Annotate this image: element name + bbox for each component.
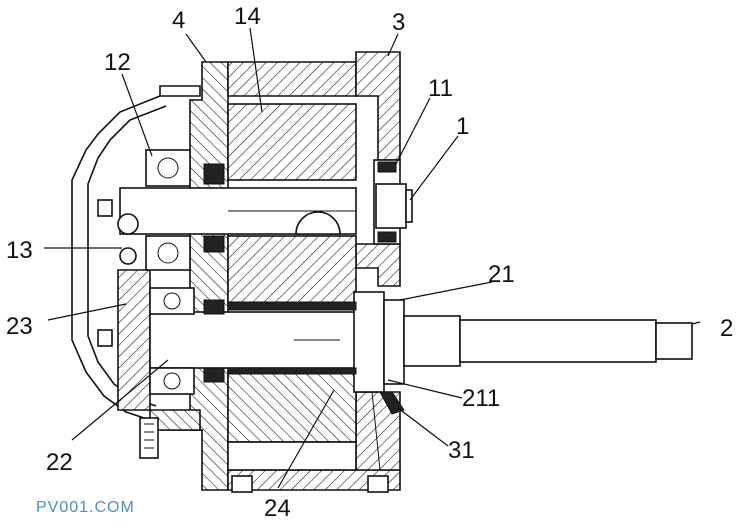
part-labels: 4 14 3 12 11 1 13 21 23 2 211 22 31 24 — [6, 3, 733, 522]
bolt-22 — [139, 417, 159, 459]
label-211: 211 — [462, 385, 500, 412]
bearing-11 — [373, 159, 413, 245]
housing-4 — [117, 61, 229, 491]
label-3: 3 — [392, 9, 405, 36]
casing-3 — [227, 51, 401, 493]
label-24: 24 — [264, 495, 291, 522]
lower-gear-24 — [227, 371, 357, 471]
label-23: 23 — [6, 313, 33, 340]
watermark-text: PV001.COM — [36, 499, 135, 516]
label-2: 2 — [720, 315, 733, 342]
label-21: 21 — [488, 261, 515, 288]
label-13: 13 — [6, 237, 33, 264]
label-4: 4 — [172, 7, 185, 34]
upper-gear-14 — [227, 103, 357, 305]
label-31: 31 — [448, 437, 475, 464]
label-14: 14 — [234, 3, 261, 30]
drive-shaft-2 — [149, 291, 693, 393]
small-balls-13 — [117, 213, 139, 265]
label-12: 12 — [104, 49, 131, 76]
bearings — [145, 149, 357, 395]
label-1: 1 — [456, 113, 469, 140]
label-22: 22 — [46, 449, 73, 476]
label-11: 11 — [428, 75, 453, 102]
upper-shaft — [119, 187, 357, 235]
leader-lines — [44, 27, 701, 489]
